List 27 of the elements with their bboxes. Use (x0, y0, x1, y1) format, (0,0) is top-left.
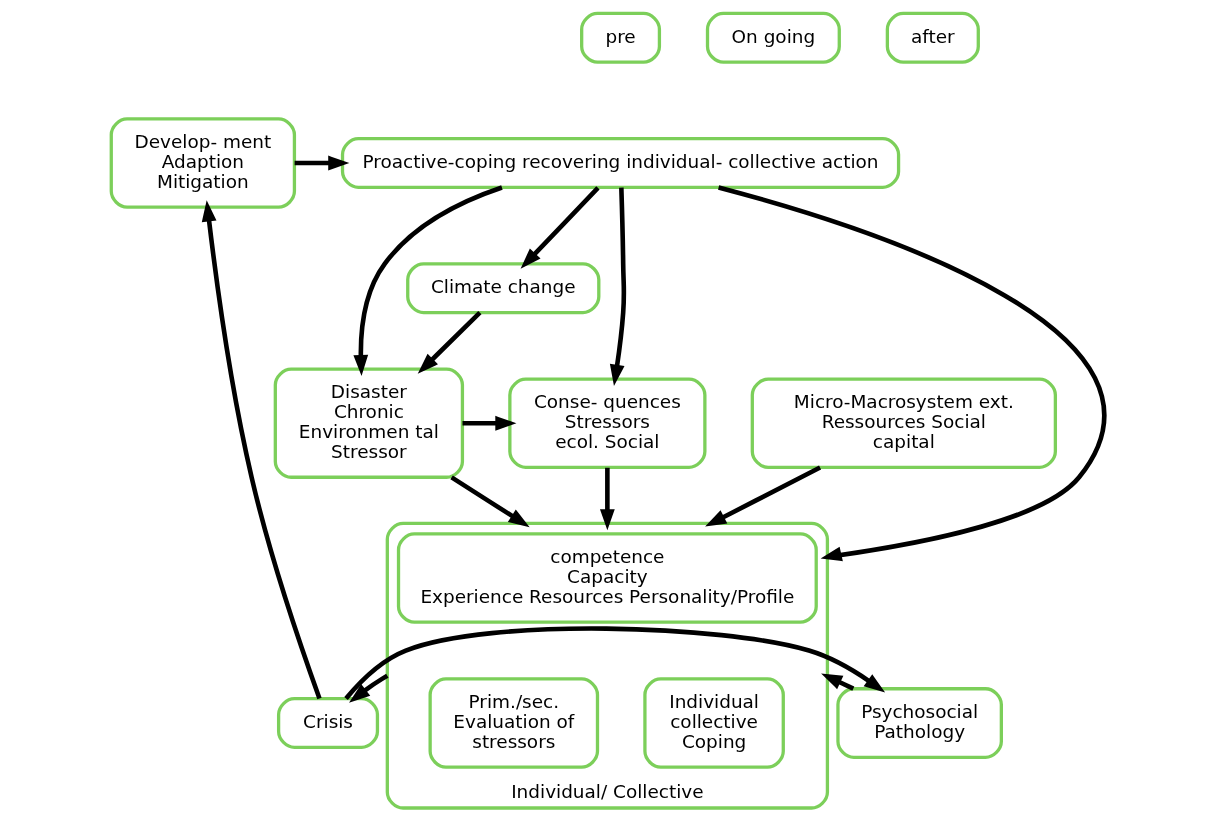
arrow (201, 200, 322, 700)
node-box: Prim./sec. Evaluation of stressors (428, 677, 600, 769)
node-box: Psychosocial Pathology (836, 687, 1003, 759)
arrow (609, 187, 627, 386)
node-box: Conse- quences Stressors ecol. Social (508, 377, 707, 470)
arrow (718, 185, 1107, 562)
arrow (344, 626, 886, 700)
arrow (417, 310, 482, 374)
arrow (349, 673, 389, 703)
node-box: Develop- ment Adaption Mitigation (109, 117, 297, 209)
node-box: pre (580, 11, 662, 64)
node-box: On going (705, 11, 841, 64)
arrow (294, 155, 350, 171)
node-box: Disaster Chronic Environmen tal Stressor (273, 367, 465, 479)
node-box: Individual collective Coping (643, 677, 785, 769)
node-box: Crisis (276, 697, 380, 750)
node-box: Micro-Macrosystem ext. Ressources Social capital (750, 377, 1057, 470)
node-box: competence Capacity Experience Resources Personality/Profile (396, 532, 818, 624)
arrow (353, 185, 503, 377)
arrow (705, 465, 822, 527)
arrow (462, 415, 517, 431)
node-box: Proactive-coping recovering individual- collective action (340, 137, 901, 190)
arrow (450, 475, 530, 528)
node-box: after (885, 11, 980, 64)
arrow (599, 467, 615, 531)
arrow (520, 186, 600, 269)
node-box: Climate change (406, 262, 601, 315)
